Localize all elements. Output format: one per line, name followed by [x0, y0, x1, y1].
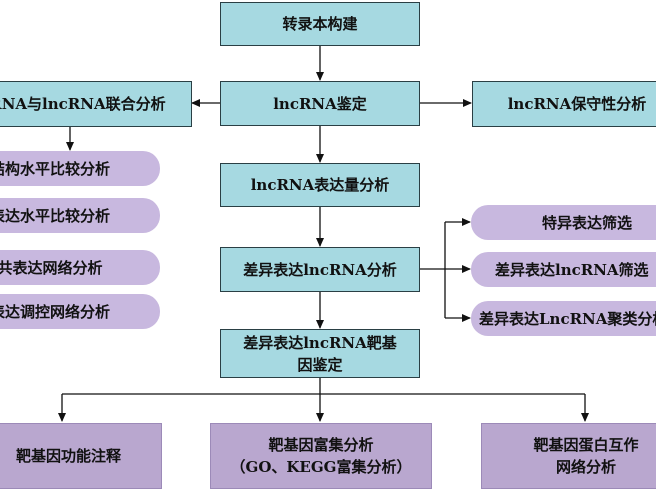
specific-expression-pill: 特异表达筛选: [471, 205, 656, 240]
lncrna-identification-label: lncRNA鉴定: [273, 94, 367, 113]
regulatory-network-label: 表达调控网络分析: [0, 302, 110, 321]
specific-expression-label: 特异表达筛选: [541, 213, 632, 232]
target-gene-identification-box: 差异表达lncRNA靶基 因鉴定: [220, 329, 420, 378]
differential-screening-label: 差异表达lncRNA筛选: [495, 260, 649, 279]
expression-quantification-label: lncRNA表达量分析: [250, 176, 390, 194]
target-enrichment-line-1: 靶基因富集分析: [268, 436, 374, 454]
expression-comparison-label: 表达水平比较分析: [0, 206, 110, 225]
coexpression-network-pill: 共表达网络分析: [0, 250, 160, 285]
joint-analysis-box: mRNA与lncRNA联合分析: [0, 81, 192, 127]
coexpression-network-label: 共表达网络分析: [0, 258, 103, 277]
target-enrichment-box: 靶基因富集分析 （GO、KEGG富集分析）: [210, 423, 432, 489]
transcript-construction-label: 转录本构建: [282, 15, 358, 33]
target-ppi-line-1: 靶基因蛋白互作: [533, 436, 639, 454]
target-ppi-line-2: 网络分析: [555, 458, 616, 476]
regulatory-network-pill: 表达调控网络分析: [0, 294, 160, 329]
target-gene-line-1: 差异表达lncRNA靶基: [243, 333, 397, 352]
conservation-analysis-label: lncRNA保守性分析: [507, 95, 647, 113]
differential-clustering-label: 差异表达LncRNA聚类分析: [479, 309, 656, 328]
transcript-construction-box: 转录本构建: [220, 2, 420, 46]
differential-screening-pill: 差异表达lncRNA筛选: [471, 252, 656, 287]
target-enrichment-line-2: （GO、KEGG富集分析）: [230, 458, 412, 476]
target-gene-line-2: 因鉴定: [297, 355, 343, 374]
structure-comparison-pill: 结构水平比较分析: [0, 151, 160, 186]
target-annotation-label: 靶基因功能注释: [15, 447, 121, 465]
target-annotation-box: 靶基因功能注释: [0, 423, 162, 489]
expression-quantification-box: lncRNA表达量分析: [220, 163, 420, 207]
structure-comparison-label: 结构水平比较分析: [0, 159, 110, 178]
conservation-analysis-box: lncRNA保守性分析: [472, 81, 656, 127]
differential-expression-label: 差异表达lncRNA分析: [243, 260, 397, 279]
differential-expression-box: 差异表达lncRNA分析: [220, 247, 420, 292]
lncrna-identification-box: lncRNA鉴定: [220, 81, 420, 126]
differential-clustering-pill: 差异表达LncRNA聚类分析: [471, 301, 656, 336]
target-ppi-box: 靶基因蛋白互作 网络分析: [481, 423, 656, 489]
expression-comparison-pill: 表达水平比较分析: [0, 198, 160, 233]
joint-analysis-label: mRNA与lncRNA联合分析: [0, 95, 166, 113]
